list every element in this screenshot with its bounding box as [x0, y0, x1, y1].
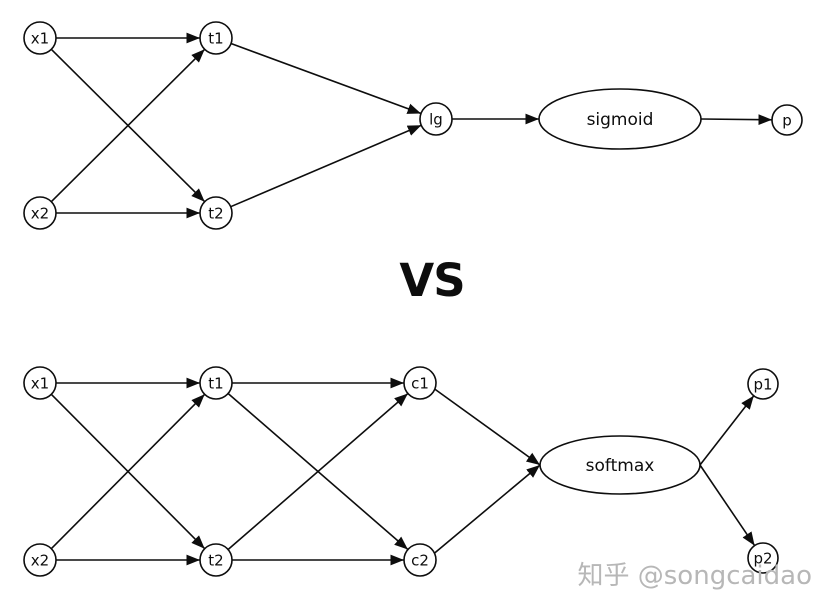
node-x2-circle	[23, 543, 57, 577]
node-t2-label: t2	[208, 551, 223, 569]
softmax-network: x1 t1 x2 t2 c1 c2 p1 p2 softmax	[23, 366, 779, 577]
edge-t1-lg	[230, 42, 422, 115]
node-lg-circle	[419, 102, 453, 136]
node-x1-label: x1	[31, 374, 49, 392]
edge-sigmoid-p	[700, 114, 773, 126]
op-sigmoid-label: sigmoid	[587, 110, 654, 130]
node-x1-label: x1	[31, 29, 49, 47]
edge-t2-c1	[227, 392, 409, 551]
edge-x2-t1	[50, 48, 206, 203]
node-t1-circle	[199, 21, 233, 55]
node-c1-circle	[403, 366, 437, 400]
edge-c2-softmax	[433, 464, 541, 554]
node-t1-circle	[199, 366, 233, 400]
edge-softmax-p2	[699, 464, 756, 547]
node-c2-circle	[403, 543, 437, 577]
vs-label: VS	[399, 254, 465, 307]
op-softmax-label: softmax	[586, 456, 655, 476]
node-c2-label: c2	[411, 551, 429, 569]
node-t2-circle	[199, 543, 233, 577]
node-p-label: p	[782, 111, 792, 129]
edge-softmax-p1	[699, 395, 755, 466]
watermark: 知乎 @songcaidao	[577, 561, 813, 591]
node-t1-label: t1	[208, 374, 223, 392]
edge-t2-lg	[230, 124, 422, 208]
node-lg-label: lg	[429, 110, 443, 128]
node-p-circle	[771, 104, 803, 136]
node-t2-circle	[199, 196, 233, 230]
node-p2-circle	[747, 542, 779, 574]
node-t2-label: t2	[208, 204, 223, 222]
node-x2-label: x2	[31, 551, 49, 569]
node-c1-label: c1	[411, 374, 429, 392]
node-x1-circle	[23, 21, 57, 55]
op-sigmoid-ellipse	[538, 88, 702, 150]
node-p1-circle	[747, 368, 779, 400]
edge-x2-t1	[50, 393, 206, 550]
node-p1-label: p1	[753, 375, 772, 393]
op-softmax-ellipse	[539, 435, 701, 495]
node-p2-label: p2	[753, 549, 772, 567]
sigmoid-network: x1 t1 x2 t2 lg p sigmoid	[23, 21, 803, 230]
node-t1-label: t1	[208, 29, 223, 47]
edge-c1-softmax	[434, 388, 541, 466]
node-x1-circle	[23, 366, 57, 400]
node-x2-circle	[23, 196, 57, 230]
node-x2-label: x2	[31, 204, 49, 222]
